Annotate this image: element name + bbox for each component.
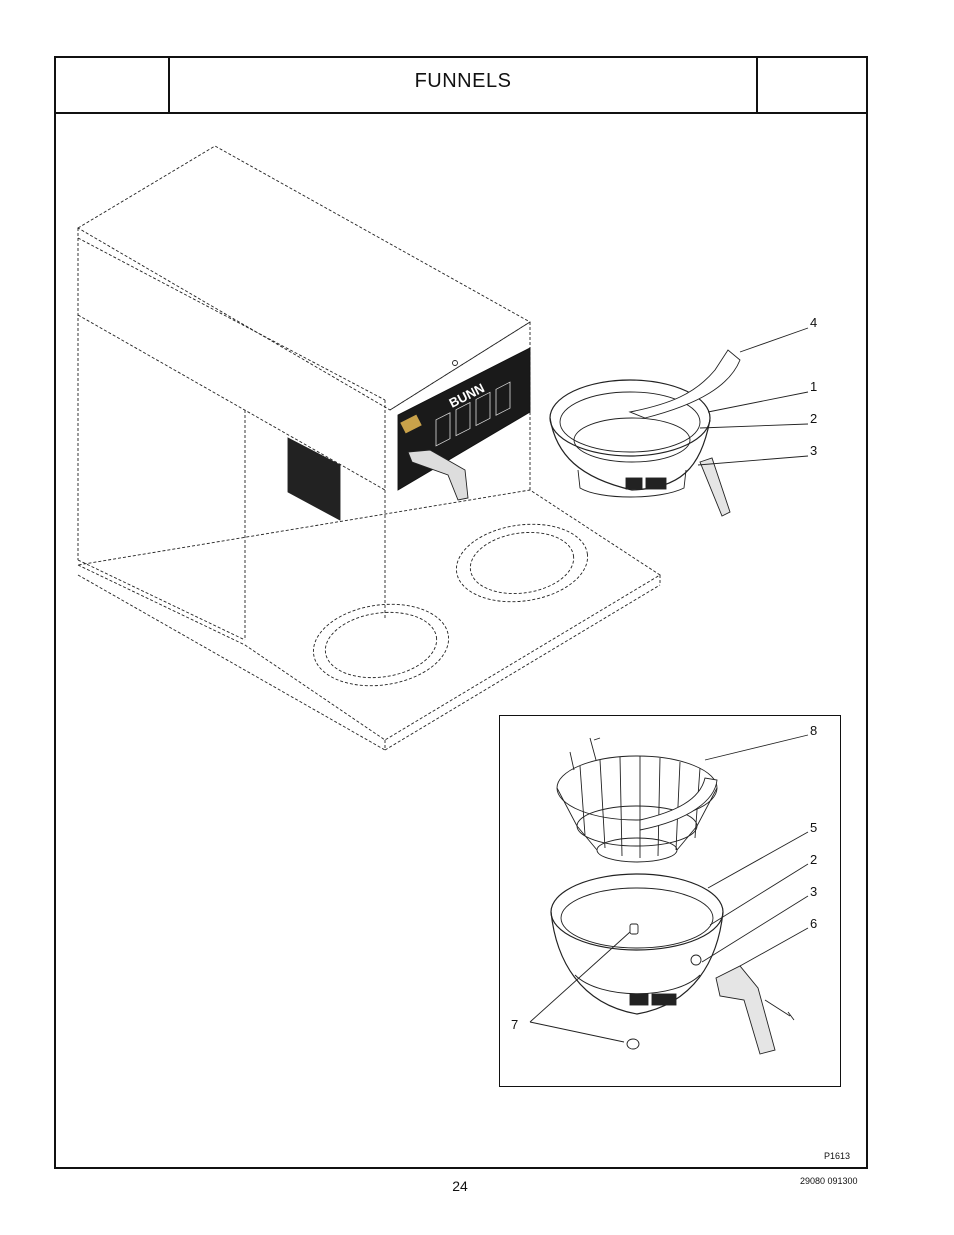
callout-inset-label: 2 [810,852,817,867]
callout-funnel-handle: 3 [810,443,817,458]
figure-reference: P1613 [824,1151,850,1161]
inset-box [499,715,841,1087]
brewer-illustration [78,146,660,750]
callout-screw: 6 [810,916,817,931]
callout-filter: 4 [810,315,817,330]
page-number: 24 [440,1178,480,1194]
callout-funnel: 1 [810,379,817,394]
callout-funnel-label: 2 [810,411,817,426]
funnel-main-illustration [550,328,808,516]
callout-wire-basket: 8 [810,723,817,738]
callout-inset-handle: 3 [810,884,817,899]
callout-inset-funnel: 5 [810,820,817,835]
callout-plug: 7 [511,1017,518,1032]
document-number: 29080 091300 [800,1176,858,1186]
